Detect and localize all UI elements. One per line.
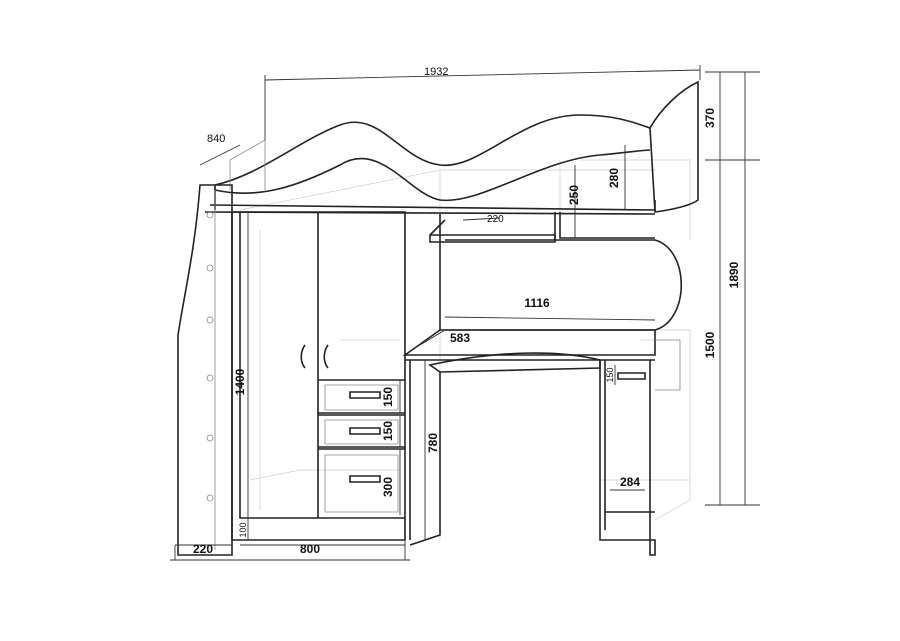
- wardrobe: [231, 211, 406, 541]
- desk: [402, 329, 681, 556]
- label-desk-depth: 583: [450, 331, 470, 345]
- shelf-unit: [429, 212, 655, 330]
- label-headboard-height: 370: [703, 108, 717, 128]
- label-shelf-height: 250: [567, 185, 581, 205]
- drawer-handles: [349, 391, 381, 483]
- dimension-labels: 1932 840 370 280 250 220 1890 1116 1500 …: [193, 66, 741, 556]
- label-drawer-1: 150: [381, 387, 395, 407]
- label-wardrobe-width: 800: [300, 542, 320, 556]
- label-drawer-2: 150: [381, 421, 395, 441]
- label-desk-drawer: 150: [605, 367, 615, 382]
- label-bed-height: 1500: [703, 331, 717, 358]
- label-drawer-3: 300: [381, 477, 395, 497]
- under-bed-arch: [445, 239, 683, 331]
- dimension-lines: [170, 65, 760, 561]
- door-handles: [300, 344, 329, 369]
- ladder-steps: [206, 211, 214, 502]
- label-overall-length: 1932: [424, 66, 448, 78]
- label-desk-shelf: 284: [620, 475, 640, 489]
- label-desk-height: 780: [426, 433, 440, 453]
- label-depth: 840: [207, 133, 225, 145]
- bed-frame: [204, 80, 699, 215]
- label-plinth: 100: [238, 522, 248, 537]
- label-ladder-width: 220: [193, 542, 213, 556]
- ladder: [177, 184, 233, 556]
- label-overall-height: 1890: [727, 261, 741, 288]
- label-door-height: 1400: [233, 368, 247, 395]
- label-under-bed-width: 1116: [524, 296, 550, 310]
- label-shelf-depth: 220: [487, 214, 504, 225]
- label-bed-clearance: 280: [607, 168, 621, 188]
